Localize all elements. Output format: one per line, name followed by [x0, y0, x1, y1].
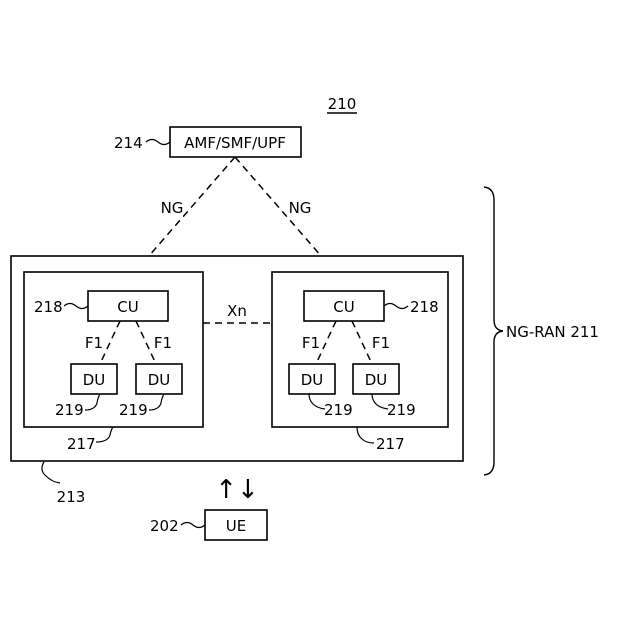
f1-label-left-a: F1	[85, 334, 103, 352]
xn-label: Xn	[227, 302, 247, 320]
ue-ref: 202	[150, 517, 179, 535]
ran-container-ref: 213	[57, 488, 86, 506]
du-ref-right-a: 219	[324, 401, 353, 419]
f1-label-left-b: F1	[154, 334, 172, 352]
ng-link-left	[135, 157, 235, 272]
du-ref-left-b: 219	[119, 401, 148, 419]
du-label-right-a: DU	[301, 371, 324, 389]
gnb-ref-right: 217	[376, 435, 405, 453]
du-label-right-b: DU	[365, 371, 388, 389]
core-network-leader	[146, 140, 170, 145]
ng-label-left: NG	[161, 199, 184, 217]
figure-number: 210	[328, 95, 357, 113]
core-network-ref: 214	[114, 134, 143, 152]
f1-label-right-b: F1	[372, 334, 390, 352]
du-label-left-a: DU	[83, 371, 106, 389]
f1-label-right-a: F1	[302, 334, 320, 352]
ue-label: UE	[226, 517, 246, 535]
ng-ran-brace	[484, 187, 503, 475]
du-ref-right-b: 219	[387, 401, 416, 419]
cu-ref-right: 218	[410, 298, 439, 316]
bidirectional-arrows-icon: ↑↓	[215, 475, 259, 505]
ng-label-right: NG	[289, 199, 312, 217]
ng-link-right	[235, 157, 335, 272]
du-ref-left-a: 219	[55, 401, 84, 419]
gnb-ref-left: 217	[67, 435, 96, 453]
ue-leader	[181, 523, 205, 528]
du-label-left-b: DU	[148, 371, 171, 389]
core-network-label: AMF/SMF/UPF	[184, 134, 286, 152]
cu-ref-left: 218	[34, 298, 63, 316]
cu-label-right: CU	[333, 298, 354, 316]
ng-ran-label: NG-RAN 211	[506, 323, 599, 341]
ran-container-leader	[42, 462, 60, 483]
cu-label-left: CU	[117, 298, 138, 316]
